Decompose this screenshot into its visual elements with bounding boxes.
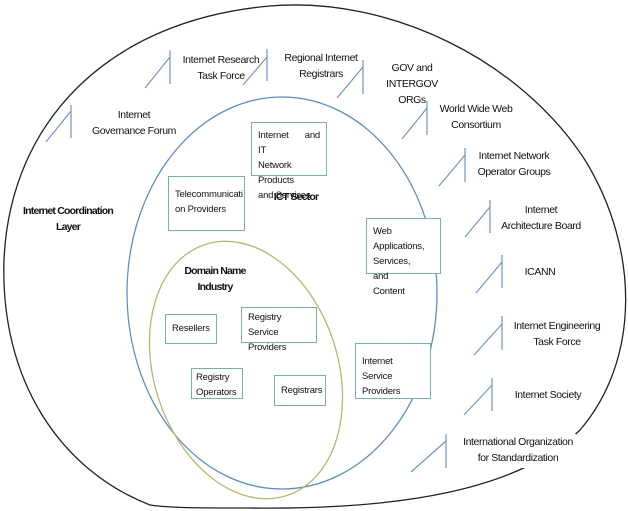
box-registry-ops-line1: Registry <box>196 372 230 383</box>
org-rir-line1: Regional Internet <box>284 52 358 64</box>
box-rsp-line1: Registry Service <box>248 312 282 338</box>
box-rsp-line2: Providers <box>248 342 287 353</box>
box-web-apps-line2: Services, and <box>373 256 411 282</box>
org-w3c-line2: Consortium <box>451 119 501 131</box>
org-gov-line2: ORGs <box>398 94 426 106</box>
coordination-layer-title-line2: Layer <box>55 221 81 233</box>
box-telecom-line1: Telecommunicati <box>175 189 243 200</box>
box-web-apps-line3: Content <box>373 286 405 297</box>
connector-gov <box>336 60 364 99</box>
coordination-layer-title-line1: Internet Coordination <box>23 205 114 217</box>
org-isoc[interactable]: Internet Society <box>508 387 588 403</box>
ict-sector-title: ICT Sector <box>273 191 319 203</box>
box-registry-ops[interactable]: Registry Operators <box>191 368 243 399</box>
box-rsp[interactable]: Registry Service Providers <box>241 307 317 353</box>
org-ietf-line1: Internet Engineering <box>513 320 601 332</box>
box-it-products-line3: and Services <box>258 190 311 201</box>
connector-nog <box>438 148 466 187</box>
ict-sector-ellipse <box>126 96 438 490</box>
connector-icann <box>475 255 503 294</box>
box-telecom[interactable]: Telecommunicati on Providers <box>168 176 245 231</box>
connector-isoc <box>463 378 493 416</box>
connector-igf <box>45 105 72 143</box>
connector-irtf <box>144 50 171 89</box>
box-telecom-line2: on Providers <box>175 204 226 215</box>
org-nog[interactable]: Internet Network Operator Groups <box>470 148 558 188</box>
org-icann-line1: ICANN <box>524 266 556 278</box>
box-isp[interactable]: Internet Service Providers <box>355 343 431 399</box>
connector-iso <box>410 434 447 473</box>
box-resellers-line1: Resellers <box>172 323 210 334</box>
org-igf-line2: Governance Forum <box>91 125 177 137</box>
org-rir-line2: Registrars <box>299 68 343 80</box>
org-iab-line1: Internet <box>524 204 558 216</box>
org-isoc-line1: Internet Society <box>514 389 582 401</box>
box-it-products-line2: Network Products <box>258 160 294 186</box>
domain-name-industry-title-line1: Domain Name <box>184 265 246 277</box>
box-registry-ops-line2: Operators <box>196 387 237 398</box>
org-icann[interactable]: ICANN <box>515 264 565 280</box>
org-irtf-line2: Task Force <box>197 70 245 82</box>
org-igf[interactable]: Internet Governance Forum <box>78 107 190 139</box>
org-ietf[interactable]: Internet Engineering Task Force <box>510 318 604 350</box>
box-registrars[interactable]: Registrars <box>274 375 326 406</box>
domain-name-industry-title-line2: Industry <box>197 281 233 293</box>
org-iab[interactable]: Internet Architecture Board <box>498 202 584 234</box>
connector-ietf <box>473 316 503 356</box>
org-w3c[interactable]: World Wide Web Consortium <box>430 101 522 141</box>
domain-name-industry-title: Domain Name Industry <box>180 263 250 295</box>
org-gov-line1: GOV and INTERGOV <box>386 62 438 90</box>
org-igf-line1: Internet <box>117 109 151 121</box>
org-ietf-line2: Task Force <box>533 336 581 348</box>
org-iso-line2: for Standardization <box>477 452 559 464</box>
box-it-products-line1: Internet and IT <box>258 130 320 156</box>
box-registrars-line1: Registrars <box>281 385 323 396</box>
org-iso[interactable]: International Organization for Standardi… <box>460 434 576 468</box>
org-gov[interactable]: GOV and INTERGOV ORGs <box>367 60 457 106</box>
connector-w3c <box>401 101 428 140</box>
connector-rir <box>242 49 268 86</box>
connectors <box>45 49 503 473</box>
org-rir[interactable]: Regional Internet Registrars <box>276 50 366 82</box>
coordination-layer-title: Internet Coordination Layer <box>14 203 122 235</box>
box-it-products[interactable]: Internet and IT Network Products and Ser… <box>251 122 327 201</box>
box-web-apps[interactable]: Web Applications, Services, and Content <box>366 218 441 297</box>
org-nog-line1: Internet Network <box>478 150 550 162</box>
org-irtf-line1: Internet Research <box>182 54 260 66</box>
domain-name-industry-ellipse <box>148 240 344 500</box>
box-isp-line2: Providers <box>362 386 401 397</box>
org-irtf[interactable]: Internet Research Task Force <box>178 52 264 84</box>
coordination-layer-ellipse <box>3 4 627 509</box>
box-web-apps-line1: Web Applications, <box>373 226 425 252</box>
org-iso-line1: International Organization <box>463 436 573 448</box>
box-isp-line1: Internet Service <box>362 356 393 382</box>
org-nog-line2: Operator Groups <box>477 166 551 178</box>
box-resellers[interactable]: Resellers <box>165 314 217 344</box>
org-w3c-line1: World Wide Web <box>439 103 513 115</box>
org-iab-line2: Architecture Board <box>501 220 581 232</box>
connector-iab <box>464 200 491 238</box>
